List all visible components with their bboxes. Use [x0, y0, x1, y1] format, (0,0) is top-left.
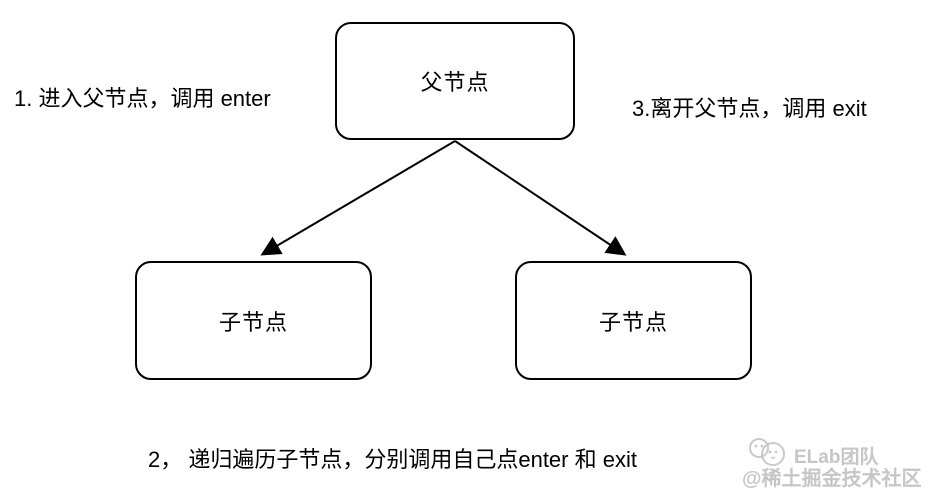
watermark-team-label: ELab团队 — [794, 447, 879, 468]
right-child-node-label: 子节点 — [598, 309, 668, 335]
parent-node-box: 父节点 — [335, 22, 575, 140]
annotation-step1-enter: 1. 进入父节点，调用 enter — [14, 86, 271, 111]
watermark-community-label: @稀土掘金技术社区 — [742, 468, 922, 490]
parent-node-label: 父节点 — [420, 70, 490, 95]
annotation-step3-exit: 3.离开父节点，调用 exit — [632, 96, 867, 121]
left-child-node-box: 子节点 — [135, 261, 372, 380]
watermark: ELab团队 @稀土掘金技术社区 — [738, 434, 928, 492]
edge-parent-to-left-child — [260, 140, 456, 256]
annotation-step2-recurse: 2， 递归遍历子节点，分别调用自己点enter 和 exit — [148, 447, 637, 472]
right-child-node-box: 子节点 — [515, 261, 752, 380]
edge-parent-to-right-child — [454, 140, 627, 256]
left-child-node-label: 子节点 — [218, 309, 288, 335]
elab-mascot-icon — [749, 438, 785, 466]
